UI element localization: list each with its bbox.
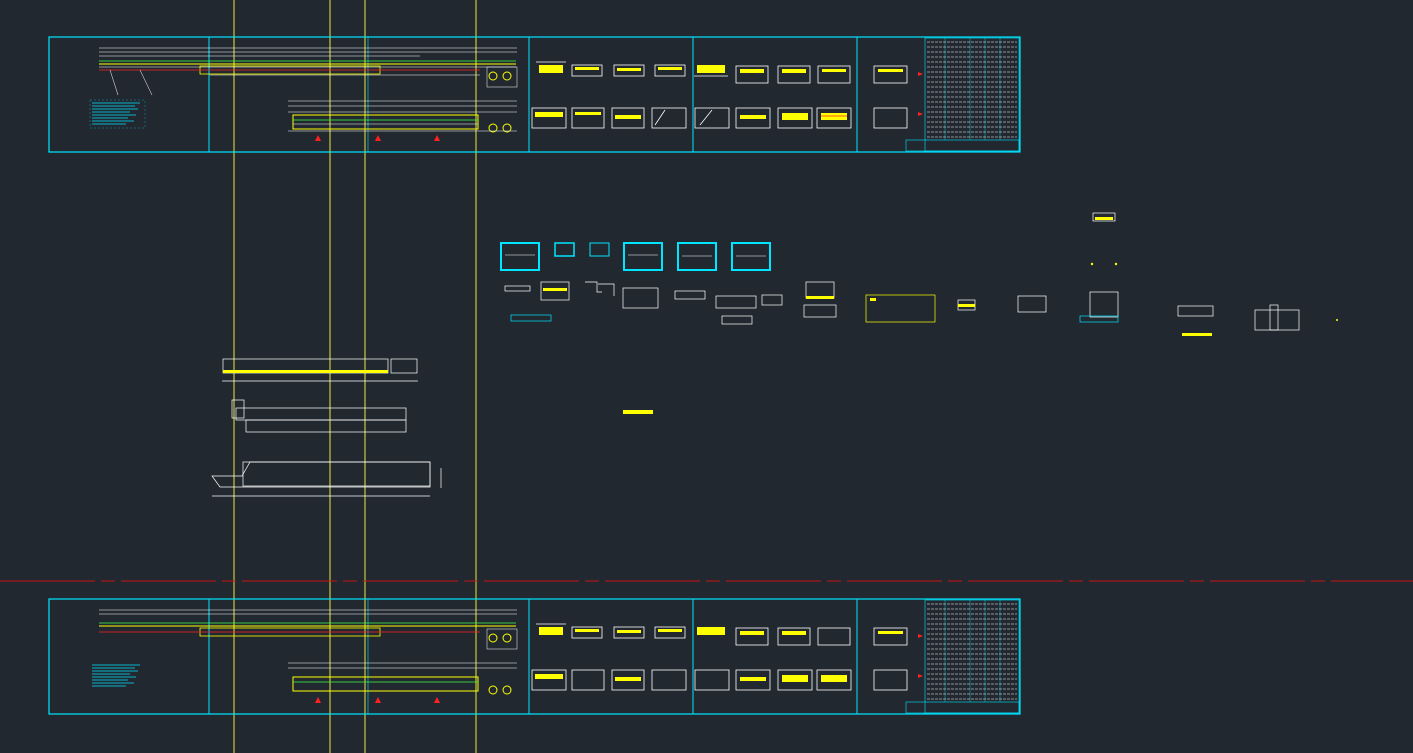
long-members[interactable] bbox=[211, 358, 442, 497]
title-block bbox=[905, 37, 1020, 152]
elevation-view bbox=[92, 609, 518, 687]
section-details[interactable] bbox=[504, 212, 1338, 414]
plan-view bbox=[288, 662, 517, 703]
cross-sections bbox=[531, 61, 908, 129]
vertical-guides bbox=[233, 0, 477, 753]
sheet-top[interactable] bbox=[48, 36, 1021, 153]
elevation-view bbox=[89, 47, 518, 129]
sheet-frame bbox=[48, 36, 1021, 153]
title-block bbox=[905, 599, 1020, 714]
plan-view bbox=[288, 100, 517, 141]
sheet-frame bbox=[48, 598, 1021, 715]
sheet-bottom[interactable] bbox=[48, 598, 1021, 715]
thumbnails[interactable] bbox=[500, 242, 771, 271]
cross-sections bbox=[531, 623, 908, 691]
